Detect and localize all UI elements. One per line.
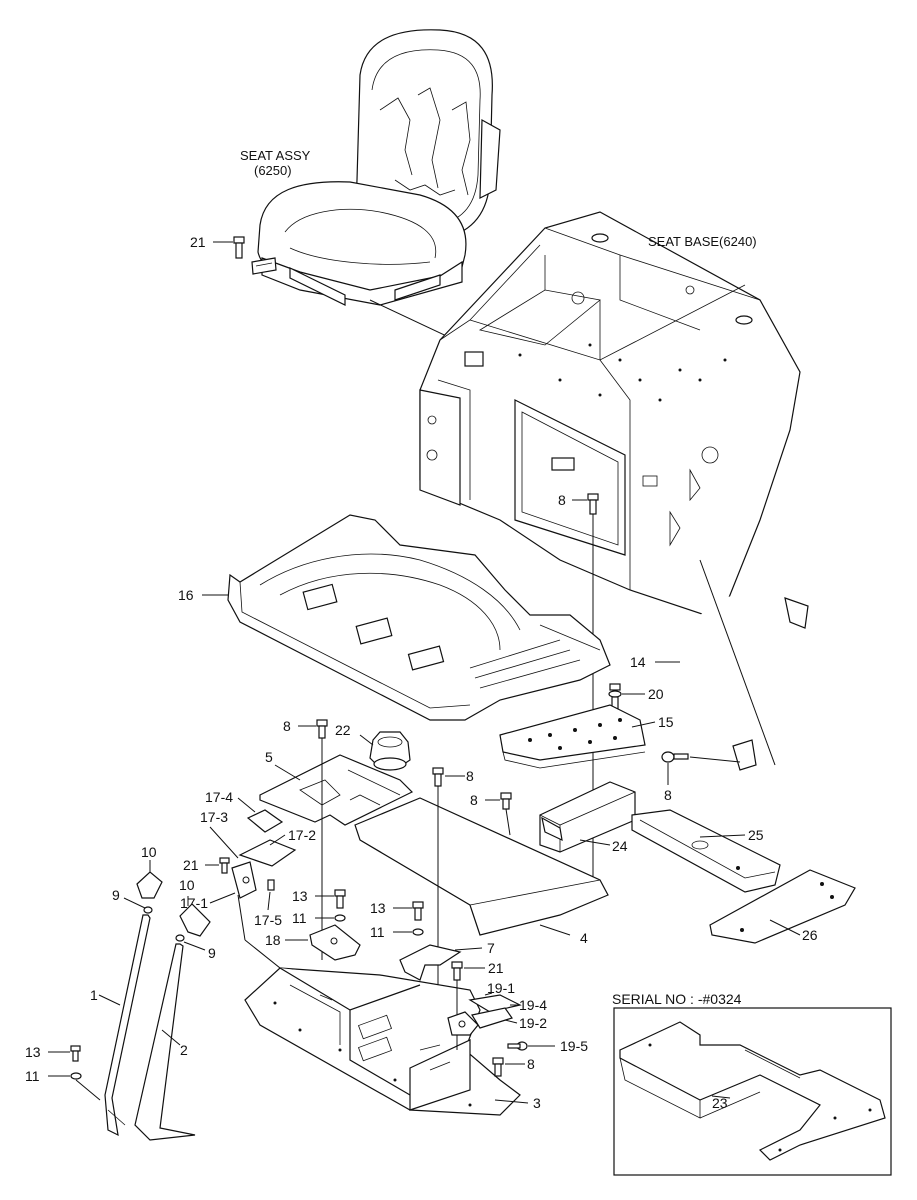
callout-13-right: 13: [370, 900, 386, 916]
washer-11-left: [70, 1072, 82, 1080]
callout-21-seat: 21: [190, 234, 206, 250]
callout-10-left: 10: [141, 844, 157, 860]
callout-7: 7: [487, 940, 495, 956]
callout-22: 22: [335, 722, 351, 738]
callout-11-mid: 11: [292, 910, 307, 926]
callout-15: 15: [658, 714, 674, 730]
bolt-8-handrail: [661, 751, 689, 763]
callout-9-left: 9: [112, 887, 120, 903]
bracket-7: [399, 944, 462, 981]
callout-8-handrail: 8: [664, 787, 672, 803]
callout-5: 5: [265, 749, 273, 765]
bolt-21-seat: [233, 236, 245, 259]
callout-17-1: 17-1: [180, 895, 208, 911]
bolt-8-cover: [432, 767, 444, 787]
callout-17-3: 17-3: [200, 809, 228, 825]
callout-8-bracket: 8: [283, 718, 291, 734]
callout-20: 20: [648, 686, 664, 702]
bracket-18: [309, 924, 361, 961]
callout-13-left: 13: [25, 1044, 41, 1060]
callout-18: 18: [265, 932, 281, 948]
seat-assembly: [251, 29, 501, 306]
callout-26: 26: [802, 927, 818, 943]
callout-19-2: 19-2: [519, 1015, 547, 1031]
handrail: [679, 595, 809, 771]
grip-10-left: [136, 871, 163, 899]
bolt-13-left: [70, 1045, 81, 1062]
bolt-13-mid: [334, 889, 346, 909]
callout-11-left: 11: [25, 1068, 40, 1084]
callout-14: 14: [630, 654, 646, 670]
callout-21-lever: 21: [183, 857, 199, 873]
callout-17-5: 17-5: [254, 912, 282, 928]
seat-assy-label: SEAT ASSY: [240, 148, 311, 163]
bolt-20: [608, 683, 622, 712]
bracket-17-1: [231, 861, 257, 899]
bolt-8-lock: [492, 1057, 504, 1077]
seat-assy-code: (6250): [254, 163, 292, 178]
callout-1: 1: [90, 987, 98, 1003]
callout-24: 24: [612, 838, 628, 854]
plate-26: [709, 869, 856, 944]
callout-23: 23: [712, 1095, 728, 1111]
bracket-5: [259, 754, 414, 826]
callout-19-4: 19-4: [519, 997, 547, 1013]
bolt-13-right: [412, 901, 424, 921]
callout-25: 25: [748, 827, 764, 843]
bracket-17-2: [238, 839, 297, 867]
grip-10-right: [179, 903, 211, 937]
callout-13-mid: 13: [292, 888, 308, 904]
callout-17-2: 17-2: [288, 827, 316, 843]
callout-4: 4: [580, 930, 588, 946]
base-plate-3: [244, 967, 521, 1116]
callout-8-step: 8: [470, 792, 478, 808]
callout-3: 3: [533, 1095, 541, 1111]
bolt-19-5: [507, 1041, 528, 1051]
callout-19-5: 19-5: [560, 1038, 588, 1054]
callout-10-right: 10: [179, 877, 195, 893]
callout-16: 16: [178, 587, 194, 603]
bolt-8-seatbase: [587, 493, 599, 515]
lever-1: [104, 914, 151, 1137]
callout-8-cover: 8: [466, 768, 474, 784]
plate-17-4: [246, 809, 284, 833]
callout-21-plate: 21: [488, 960, 504, 976]
lever-2: [134, 943, 196, 1141]
step-plate: [499, 704, 646, 769]
washer-11-right: [412, 928, 424, 936]
washer-11-mid: [334, 914, 346, 922]
callout-8-seatbase: 8: [558, 492, 566, 508]
floor-mat: [227, 514, 611, 721]
callout-11-right: 11: [370, 924, 385, 940]
seat-base-label: SEAT BASE(6240): [648, 234, 757, 249]
grommet-22: [369, 731, 411, 771]
bolt-21-plate: [451, 961, 463, 981]
callout-9-right: 9: [208, 945, 216, 961]
callout-8-lock: 8: [527, 1056, 535, 1072]
serial-box: [613, 1007, 892, 1176]
callout-17-4: 17-4: [205, 789, 233, 805]
bolt-21-lever: [219, 857, 230, 874]
cover-plate-4: [354, 797, 609, 936]
bolt-8-bracket: [316, 719, 328, 739]
serial-box-title: SERIAL NO : -#0324: [612, 991, 742, 1007]
bolt-8-step: [500, 792, 512, 810]
pin-17-5: [267, 879, 275, 891]
washer-9-left: [143, 906, 153, 914]
callout-19-1: 19-1: [487, 980, 515, 996]
lock-19: [447, 994, 522, 1036]
plate-25: [631, 809, 781, 893]
seat-base: [419, 211, 801, 621]
callout-2: 2: [180, 1042, 188, 1058]
washer-9-right: [175, 934, 185, 942]
